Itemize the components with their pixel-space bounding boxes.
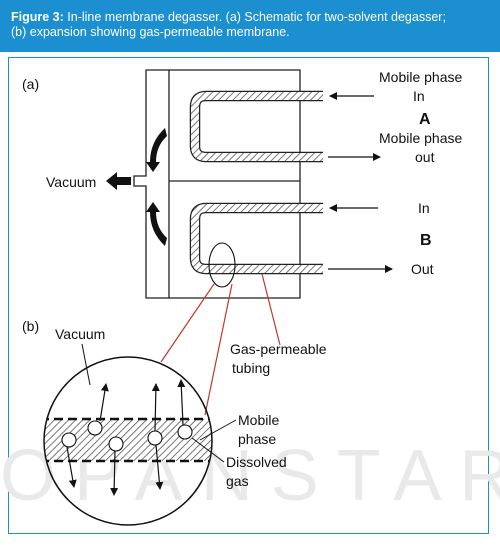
caption-text-1: In-line membrane degasser. (a) Schematic… <box>63 10 446 24</box>
dissolved-gas-label-2: gas <box>226 473 249 489</box>
dissolved-gas-leader <box>191 437 225 463</box>
gas-bubble <box>177 424 193 440</box>
caption-line-2: (b) expansion showing gas-permeable memb… <box>11 25 290 39</box>
diffusion-arrow <box>66 446 77 488</box>
a-out-label-2: out <box>415 149 435 165</box>
panel-a-label: (a) <box>22 76 39 92</box>
b-in-label: In <box>418 200 430 216</box>
vacuum-outlet-arrow <box>106 172 131 190</box>
mobile-phase-label-2: phase <box>238 431 276 447</box>
figure-label: Figure 3: <box>11 10 64 24</box>
diffusion-arrow <box>110 450 119 496</box>
degasser-housing <box>133 69 301 299</box>
mobile-phase-leader <box>199 419 237 441</box>
a-out-label-1: Mobile phase <box>379 130 462 146</box>
magnified-region-ellipse <box>208 242 236 288</box>
gas-bubble <box>108 436 124 452</box>
dissolved-gas-label-1: Dissolved <box>226 454 287 470</box>
caption-line-1: Figure 3: In-line membrane degasser. (a)… <box>11 10 446 25</box>
b-out-label: Out <box>411 261 434 277</box>
diffusion-arrow <box>177 379 186 426</box>
tubing-a <box>189 90 323 163</box>
figure-frame <box>8 57 489 534</box>
gas-bubble <box>147 430 163 446</box>
gas-bubble <box>61 432 77 448</box>
section-a-letter: A <box>419 111 431 128</box>
a-in-label-2: In <box>413 88 425 104</box>
tubing-label-2: tubing <box>232 360 270 376</box>
diffusion-arrow <box>155 444 164 490</box>
magnify-connector-left <box>160 283 215 363</box>
panel-b-label: (b) <box>22 318 39 334</box>
gas-bubble <box>87 420 103 436</box>
a-in-label-1: Mobile phase <box>379 69 462 85</box>
tubing-label-1: Gas-permeable <box>230 341 327 357</box>
gas-diffusion-arrows <box>66 379 186 496</box>
vacuum-flow-arrow-upper <box>146 128 167 172</box>
section-b-letter: B <box>420 232 432 249</box>
vacuum-label: Vacuum <box>46 174 96 190</box>
tubing-b <box>189 202 323 275</box>
vacuum-leader <box>81 343 91 386</box>
figure-caption-header: Figure 3: In-line membrane degasser. (a)… <box>0 0 500 52</box>
tubing-leader-line <box>261 273 281 346</box>
expanded-vacuum-label: Vacuum <box>55 326 105 342</box>
magnify-connector-right <box>204 283 233 416</box>
diffusion-arrow <box>99 383 109 422</box>
mobile-phase-label-1: Mobile <box>238 412 279 428</box>
expansion-circle <box>43 356 213 526</box>
vacuum-flow-arrow-lower <box>146 202 167 246</box>
diffusion-arrow <box>151 383 160 432</box>
